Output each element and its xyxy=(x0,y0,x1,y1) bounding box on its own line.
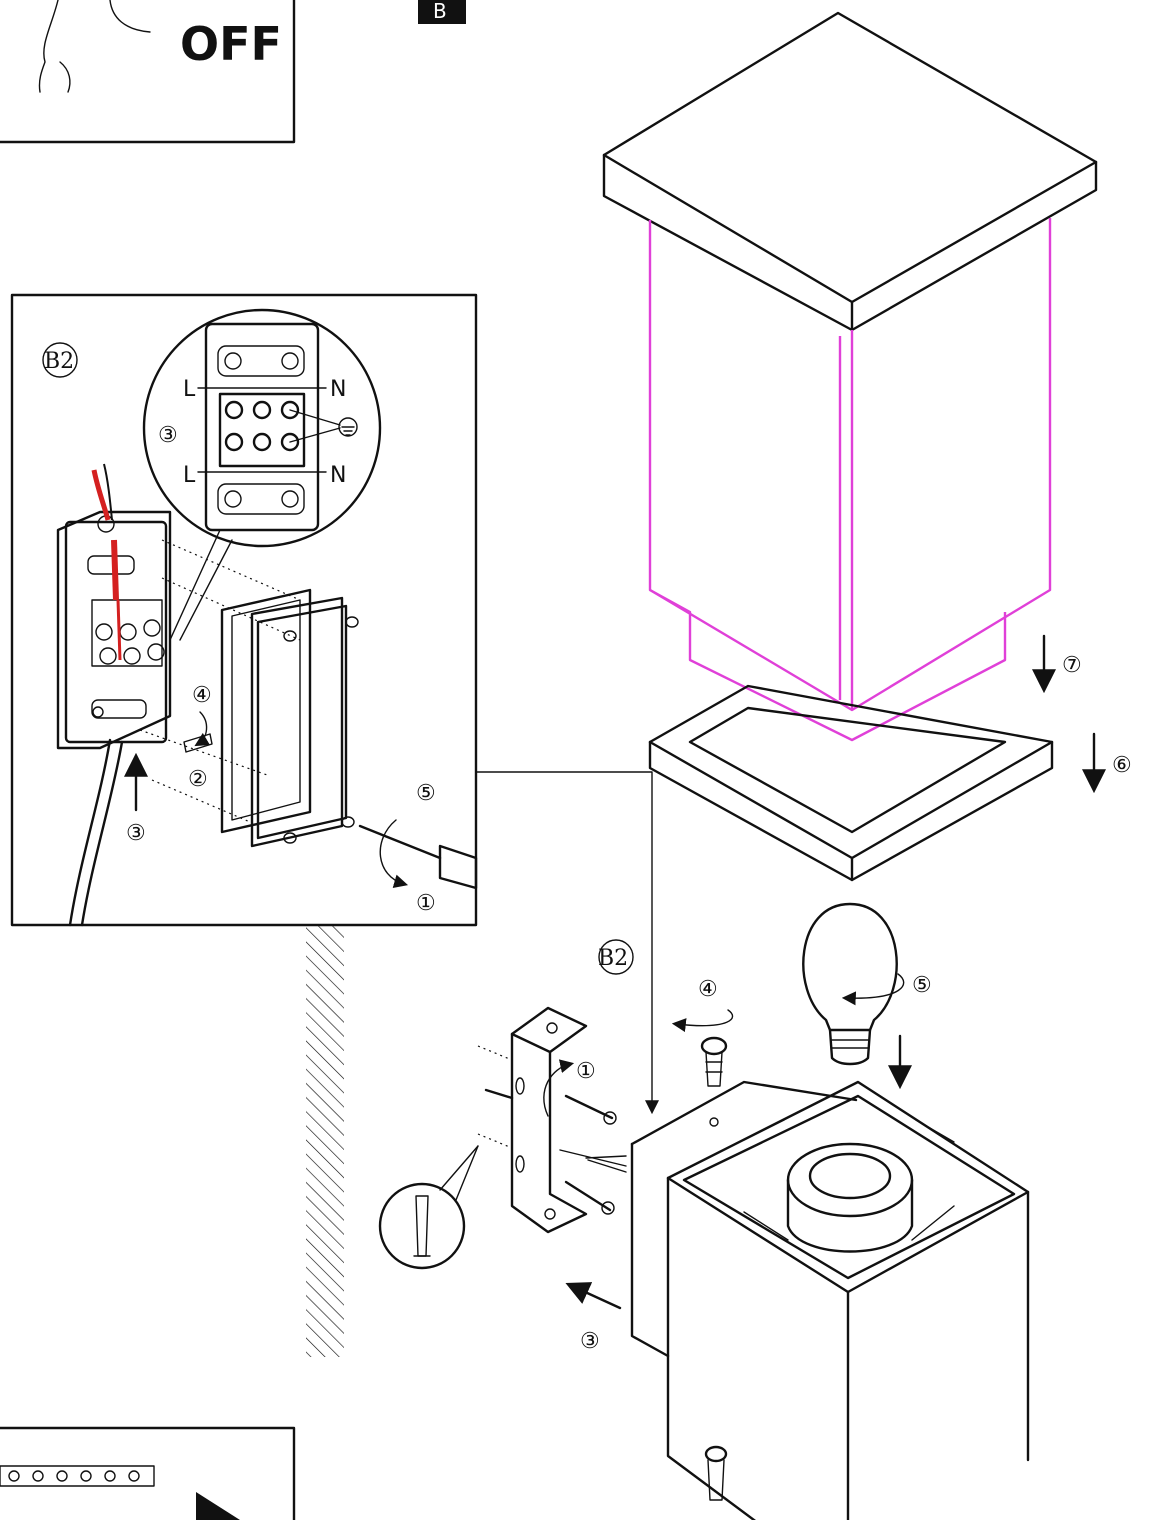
step-1-arrow: ① xyxy=(543,1059,596,1117)
lamp-cap xyxy=(602,11,1098,332)
step-3-main-arrow: ③ xyxy=(565,1282,622,1354)
step-5-main-label: ⑤ xyxy=(912,973,932,998)
supply-wires xyxy=(68,463,124,927)
lamp-base-plate xyxy=(648,684,1054,882)
step-3-wire-label: ③ xyxy=(126,821,146,846)
terminal-magnifier: L N L N ③ xyxy=(142,308,382,548)
step-3-box-label: ③ xyxy=(158,423,178,448)
step-4-main-arrow: ④ xyxy=(671,977,734,1033)
detail-panel: B2 L N L N ③ xyxy=(10,293,478,927)
section-marker: B xyxy=(418,0,466,24)
step-6-label: ⑥ xyxy=(1112,753,1132,778)
step-3-main-label: ③ xyxy=(580,1329,600,1354)
top-screw xyxy=(700,1036,728,1087)
cover-screw xyxy=(183,733,213,753)
step-2-label: ② xyxy=(188,767,208,792)
wall-bracket xyxy=(510,1006,588,1234)
screwdriver-icon: ⑤ ① xyxy=(358,781,478,916)
wall-plug-magnifier xyxy=(378,1145,479,1270)
terminal-label-N-bottom: N xyxy=(330,463,346,488)
screw-row-icon xyxy=(0,1465,155,1487)
pointer-arrow-icon xyxy=(196,1492,240,1520)
junction-cover xyxy=(250,596,359,848)
lamp-holder xyxy=(743,1119,955,1253)
step-4-label: ④ xyxy=(192,683,212,708)
junction-box xyxy=(56,510,172,750)
off-label: OFF xyxy=(180,17,282,71)
step-1-main-label: ① xyxy=(576,1059,596,1084)
wall-section xyxy=(306,925,344,1357)
terminal-label-L-bottom: L xyxy=(183,463,196,488)
terminal-block xyxy=(91,599,165,667)
cable-ends xyxy=(559,1149,627,1173)
step-6-arrow: ⑥ xyxy=(1082,732,1132,794)
bottom-screw xyxy=(704,1445,728,1501)
light-bulb-icon: ⑤ xyxy=(802,902,932,1066)
terminal-label-L-top: L xyxy=(183,377,196,402)
wire-entry-arrow: ③ xyxy=(124,752,148,846)
section-marker-label: B xyxy=(433,0,447,23)
lamp-body-highlight xyxy=(648,218,1052,742)
lamp-housing xyxy=(630,1080,1030,1520)
main-tag: B2 xyxy=(598,946,628,971)
hand-switch-icon xyxy=(38,0,151,93)
detail-connector-line xyxy=(475,771,659,1115)
step-7-label: ⑦ xyxy=(1062,653,1082,678)
wall-screws xyxy=(484,1088,617,1215)
step-4-rotate-arrow: ④ xyxy=(192,683,212,747)
terminal-label-N-top: N xyxy=(330,377,346,402)
step-5-label: ⑤ xyxy=(416,781,436,806)
step-1-label: ① xyxy=(416,891,436,916)
step-2-rotate-arrow: ② xyxy=(188,767,208,792)
detail-tag: B2 xyxy=(44,349,74,374)
gasket xyxy=(220,588,312,834)
step-4-main-label: ④ xyxy=(698,977,718,1002)
bottom-panel xyxy=(0,1426,296,1520)
power-off-panel: OFF xyxy=(0,0,296,144)
step-7-arrow: ⑦ xyxy=(1032,634,1082,694)
